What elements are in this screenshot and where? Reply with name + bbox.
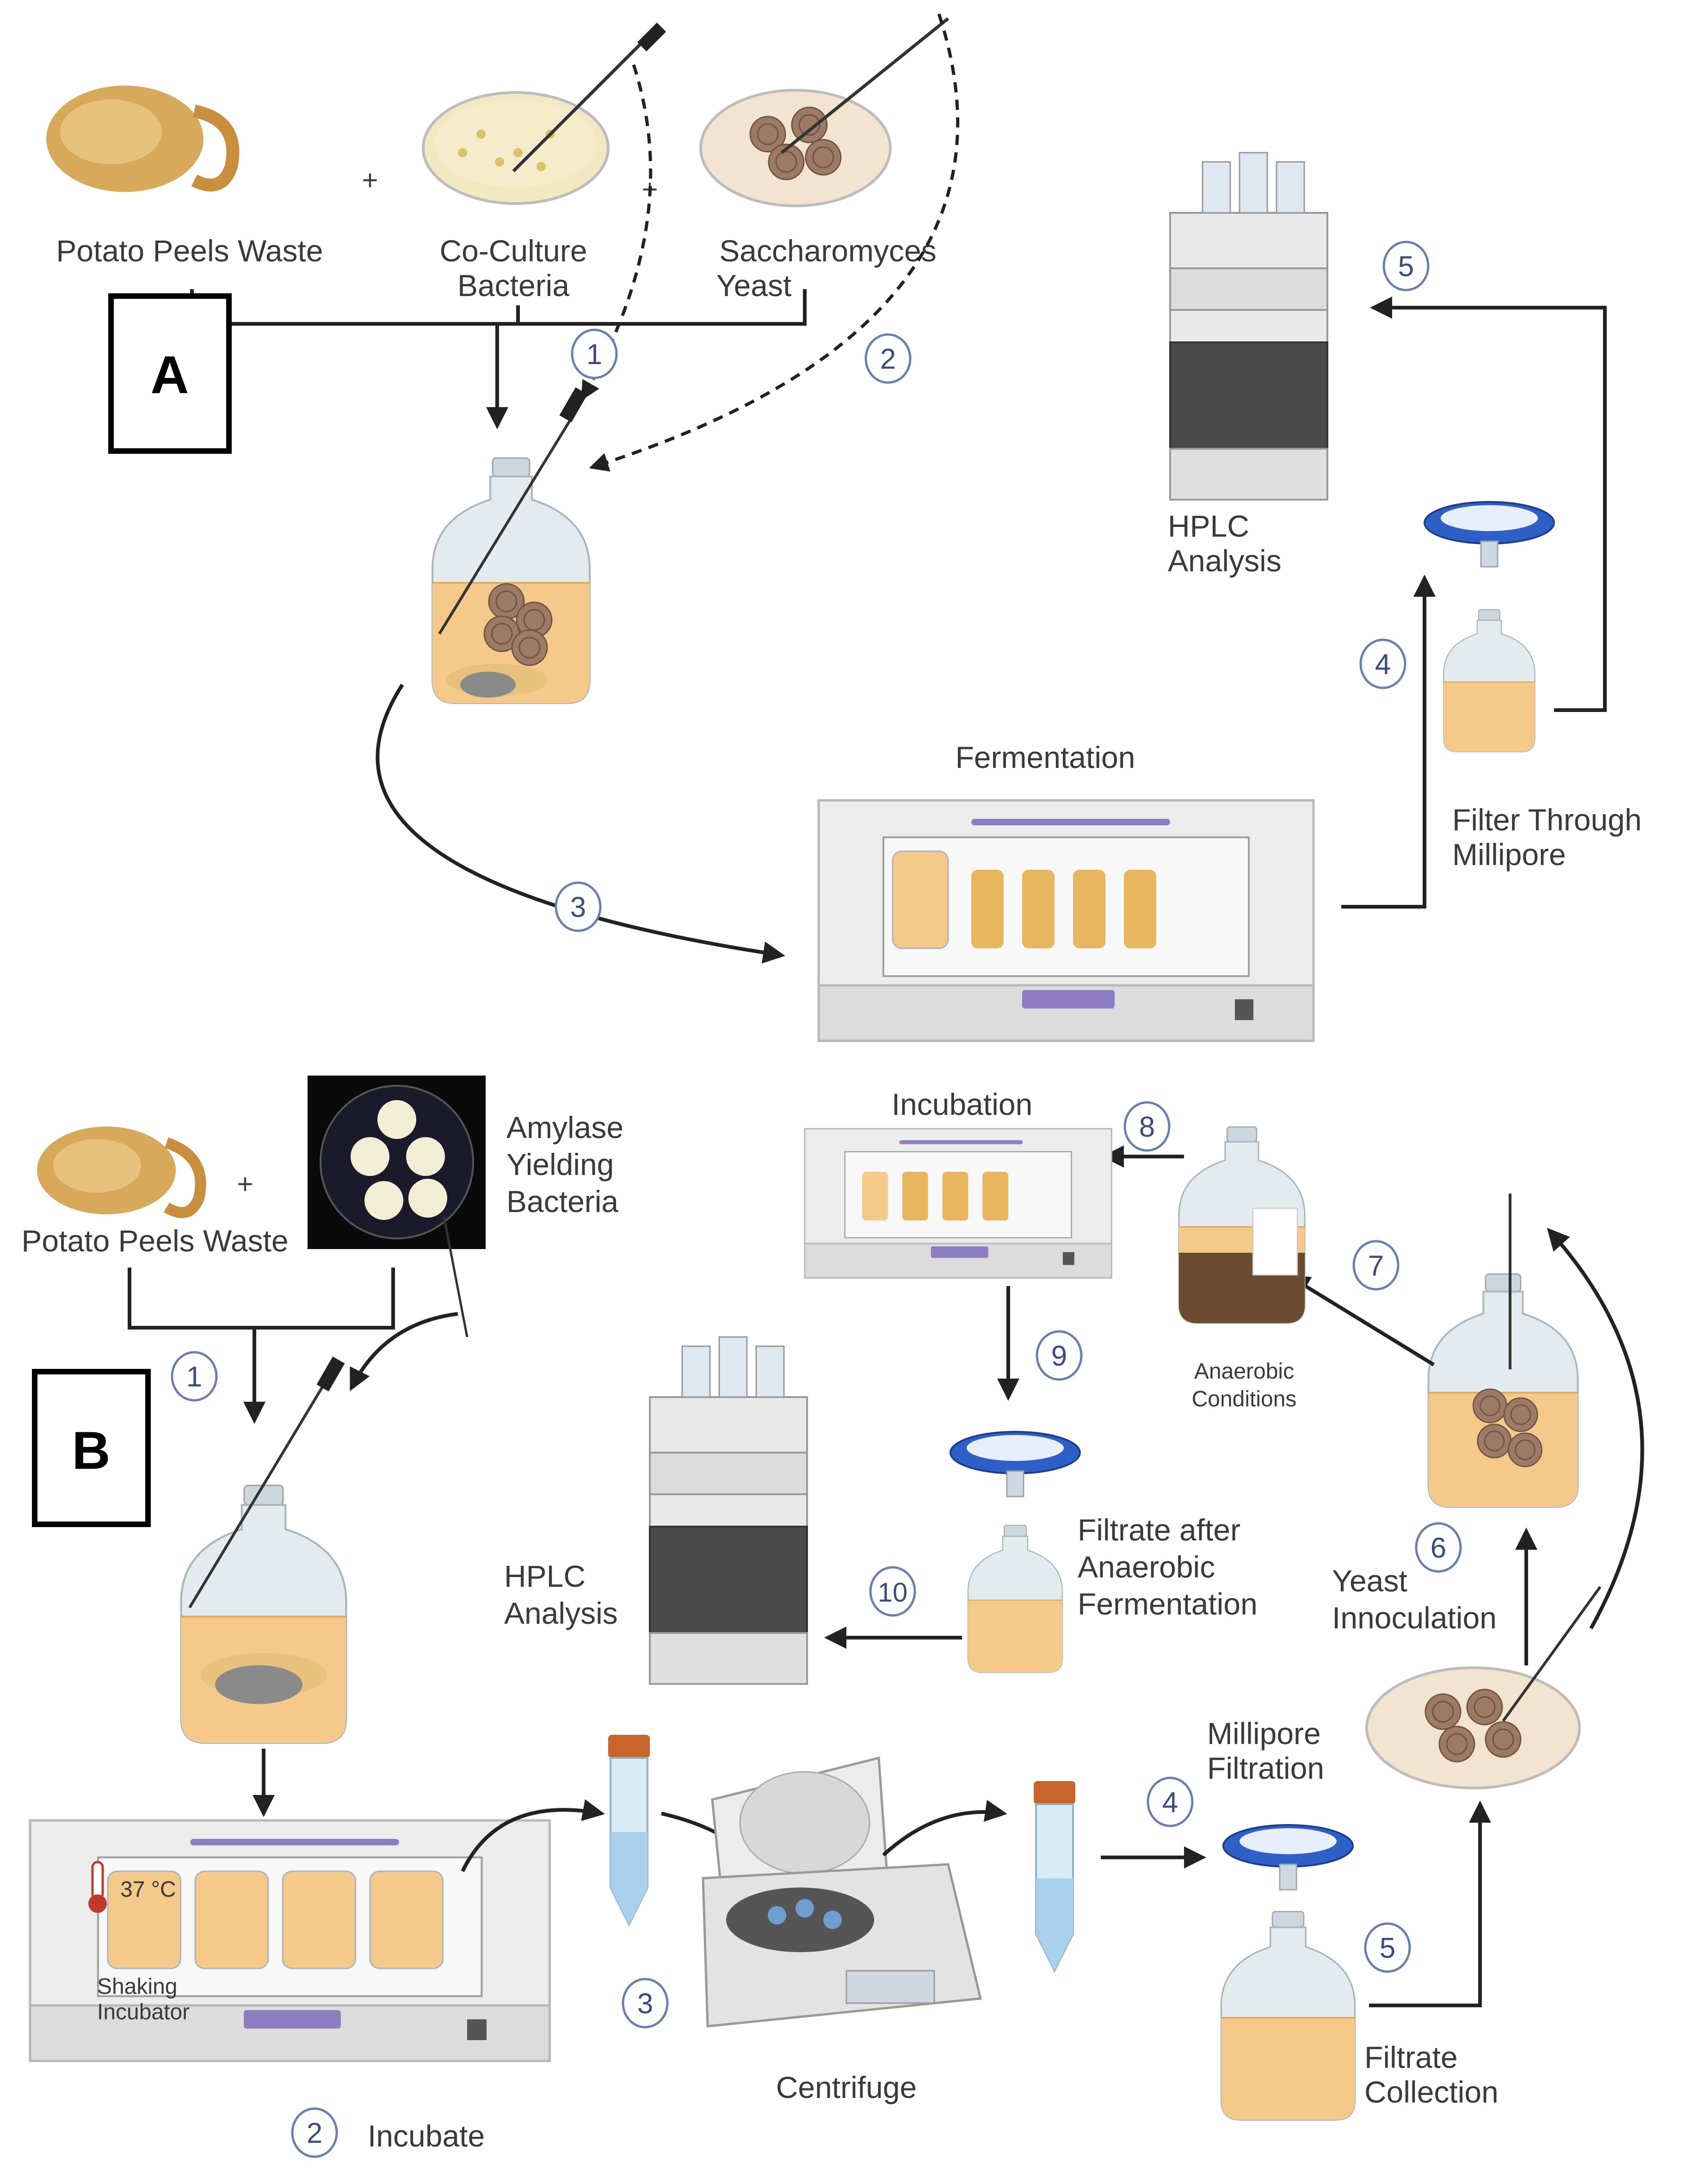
label-centrifuge: Centrifuge bbox=[776, 2070, 917, 2104]
label-incubation: Incubation bbox=[892, 1087, 1033, 1121]
step-a-2: 2 bbox=[880, 343, 896, 375]
label-yeast-1: Saccharomyces bbox=[719, 234, 937, 268]
label-coculture-1: Co-Culture bbox=[439, 234, 587, 268]
label-filtrate-after-2: Anaerobic bbox=[1078, 1550, 1215, 1584]
panel-tag-b bbox=[32, 1369, 151, 1527]
bottle-icon bbox=[1178, 1126, 1306, 1324]
step-b-5: 5 bbox=[1380, 1932, 1395, 1964]
hplc-icon bbox=[649, 1336, 808, 1685]
label-shaking-1: Shaking bbox=[97, 1974, 177, 1999]
thermometer-icon bbox=[88, 1861, 107, 1913]
label-coculture-2: Bacteria bbox=[457, 268, 569, 303]
potato-peel-icon bbox=[37, 1126, 206, 1219]
panel-b: + Potato Peels Waste Amylase Yielding Ba… bbox=[21, 1076, 1644, 2157]
label-amylase-2: Yielding bbox=[506, 1147, 614, 1182]
inoculation-loop-icon bbox=[512, 26, 658, 173]
step-b-1: 1 bbox=[186, 1361, 202, 1393]
bottle-icon bbox=[1427, 1273, 1579, 1508]
label-anaerobic-1: Anaerobic bbox=[1194, 1359, 1294, 1384]
label-yeast-inoc-2: Innoculation bbox=[1332, 1601, 1497, 1635]
step-b-10: 10 bbox=[878, 1578, 908, 1608]
label-filter-1: Filter Through bbox=[1452, 803, 1642, 837]
label-incubate: Incubate bbox=[368, 2119, 485, 2153]
syringe-filter-icon bbox=[950, 1431, 1081, 1497]
bottle-icon bbox=[1220, 1911, 1356, 2121]
label-millipore-1: Millipore bbox=[1207, 1716, 1321, 1751]
label-hplc-a-1: HPLC bbox=[1168, 509, 1249, 543]
label-filter-2: Millipore bbox=[1452, 837, 1566, 872]
potato-peel-icon bbox=[46, 86, 240, 192]
label-anaerobic-2: Conditions bbox=[1192, 1387, 1297, 1411]
syringe-filter-icon bbox=[1424, 501, 1555, 568]
petri-dish-icon bbox=[422, 91, 610, 205]
step-a-4: 4 bbox=[1375, 649, 1391, 681]
step-a-3: 3 bbox=[570, 891, 586, 923]
incubator-icon bbox=[30, 1820, 550, 2061]
step-b-4: 4 bbox=[1162, 1787, 1178, 1819]
label-filtrate-collection-2: Collection bbox=[1364, 2075, 1499, 2109]
bottle-icon bbox=[432, 457, 591, 704]
label-amylase-3: Bacteria bbox=[506, 1184, 618, 1219]
plus-a-1: + bbox=[362, 165, 378, 196]
step-a-1: 1 bbox=[586, 339, 602, 371]
panel-tag-b-text: B bbox=[72, 1421, 110, 1480]
label-temp: 37 °C bbox=[120, 1877, 176, 1902]
label-hplc-a-2: Analysis bbox=[1168, 544, 1282, 578]
falcon-tube-icon bbox=[607, 1734, 651, 1925]
petri-dish-icon bbox=[699, 89, 892, 207]
bottle-icon bbox=[1443, 609, 1536, 753]
petri-dish-icon bbox=[1365, 1666, 1581, 1789]
label-filtrate-after-3: Fermentation bbox=[1078, 1587, 1258, 1621]
falcon-tube-icon bbox=[1033, 1780, 1076, 1972]
bottle-icon bbox=[967, 1524, 1063, 1673]
panel-tag-a-text: A bbox=[150, 346, 189, 405]
label-fermentation: Fermentation bbox=[956, 740, 1135, 774]
label-hplc-b-1: HPLC bbox=[504, 1559, 586, 1593]
incubator-icon bbox=[819, 800, 1314, 1041]
syringe-filter-icon bbox=[1222, 1824, 1354, 1891]
label-shaking-2: Incubator bbox=[97, 2000, 190, 2024]
step-b-3: 3 bbox=[637, 1988, 653, 2020]
step-b-8: 8 bbox=[1139, 1111, 1155, 1143]
panel-tag-a bbox=[108, 293, 232, 454]
label-yeast-2: Yeast bbox=[716, 268, 792, 303]
label-amylase-1: Amylase bbox=[506, 1110, 623, 1145]
centrifuge-icon bbox=[702, 1756, 982, 2028]
label-millipore-2: Filtration bbox=[1207, 1751, 1324, 1785]
label-yeast-inoc-1: Yeast bbox=[1332, 1564, 1407, 1598]
panel-a: Potato Peels Waste + Co-Culture Bacteria… bbox=[46, 13, 1642, 1041]
label-filtrate-after-1: Filtrate after bbox=[1078, 1513, 1240, 1547]
label-potato-a: Potato Peels Waste bbox=[56, 234, 323, 268]
step-b-2: 2 bbox=[307, 2117, 322, 2149]
step-b-6: 6 bbox=[1431, 1532, 1446, 1564]
step-b-9: 9 bbox=[1051, 1340, 1067, 1372]
label-filtrate-collection-1: Filtrate bbox=[1364, 2040, 1458, 2074]
label-hplc-b-2: Analysis bbox=[504, 1596, 618, 1630]
step-b-7: 7 bbox=[1368, 1250, 1384, 1282]
plus-b: + bbox=[237, 1169, 253, 1200]
step-a-5: 5 bbox=[1398, 251, 1414, 283]
label-potato-b: Potato Peels Waste bbox=[21, 1224, 288, 1258]
incubator-icon bbox=[804, 1128, 1112, 1279]
hplc-icon bbox=[1169, 152, 1328, 501]
bottle-icon bbox=[181, 1485, 346, 1743]
